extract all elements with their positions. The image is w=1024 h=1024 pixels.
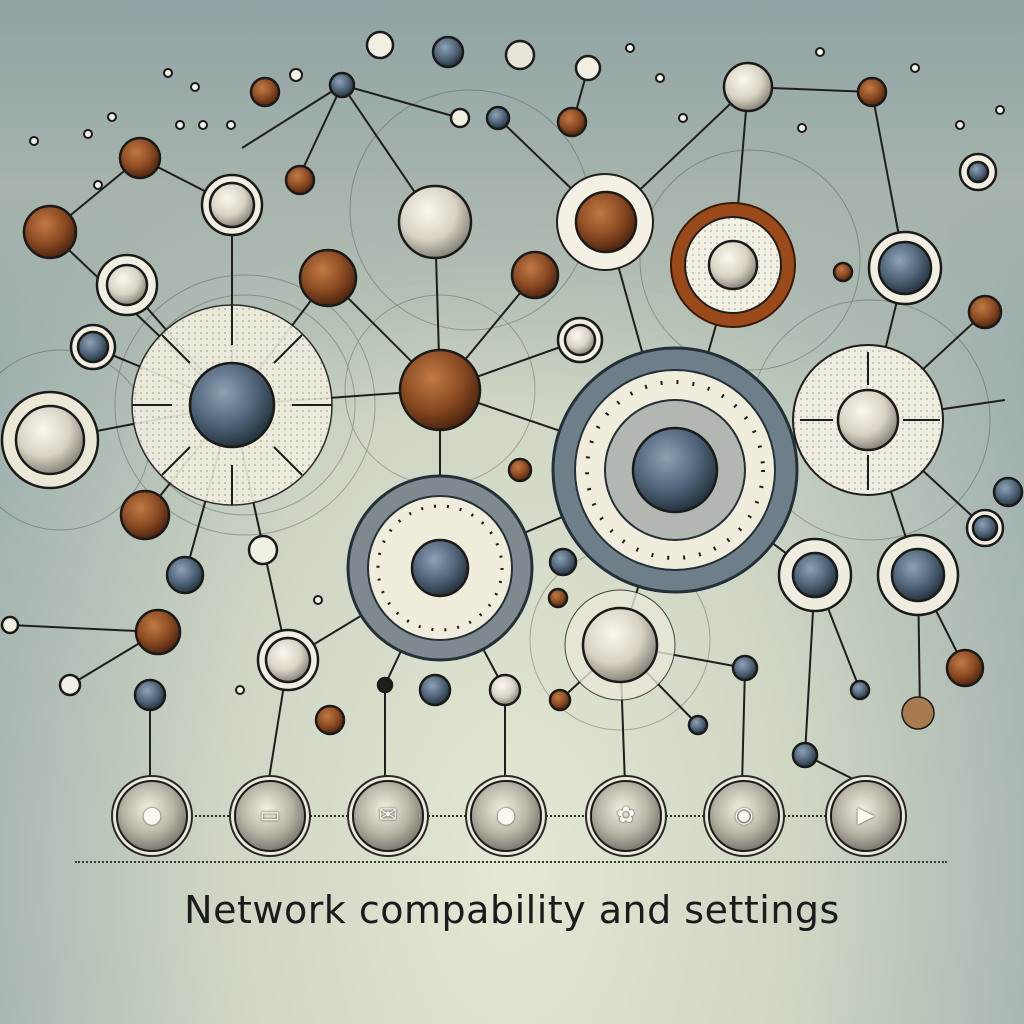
button-connector — [306, 815, 352, 817]
button-connector — [542, 815, 588, 817]
circle-icon: ● — [142, 803, 162, 828]
target-button[interactable]: ◉ — [708, 780, 780, 852]
chat-bubble-button[interactable]: ✉ — [352, 780, 424, 852]
chat-bubble-icon: ✉ — [378, 803, 398, 828]
rectangle-button[interactable]: ▭ — [234, 780, 306, 852]
rectangle-icon: ▭ — [259, 803, 281, 828]
hub-node-center — [631, 426, 719, 514]
play-button[interactable]: ▶ — [830, 780, 902, 852]
settings-button-row: ● ▭ ✉ ● ✿ ◉ ▶ — [0, 780, 1024, 860]
scatter-dots — [29, 43, 1005, 695]
button-connector — [188, 815, 232, 817]
hub-node-brown — [398, 348, 482, 432]
button-connector — [662, 815, 708, 817]
network-nodes — [0, 30, 1024, 769]
hub-spokes — [132, 305, 940, 505]
divider-dotted-line — [75, 861, 947, 863]
globe-icon: ✿ — [616, 803, 636, 828]
dot-icon: ● — [496, 803, 516, 828]
globe-button[interactable]: ✿ — [590, 780, 662, 852]
caption-title: Network compability and settings — [184, 888, 840, 932]
hub-node-slate — [188, 361, 276, 449]
circle-button[interactable]: ● — [116, 780, 188, 852]
dot-button[interactable]: ● — [470, 780, 542, 852]
play-icon: ▶ — [857, 803, 875, 828]
button-connector — [424, 815, 470, 817]
button-connector — [780, 815, 830, 817]
target-icon: ◉ — [734, 803, 754, 828]
network-diagram — [0, 30, 1024, 780]
